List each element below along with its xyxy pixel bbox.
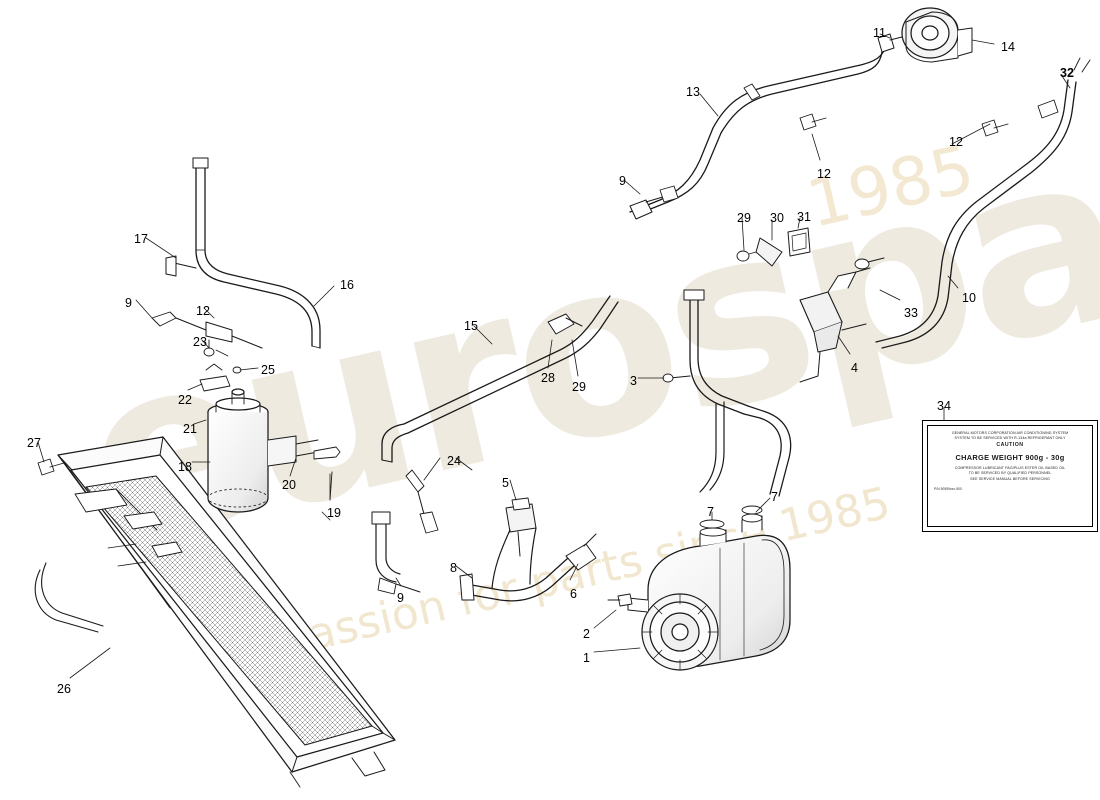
caution-label-inner: GENERAL MOTORS CORPORATION AIR CONDITION…	[927, 425, 1093, 527]
callout-22: 22	[178, 393, 192, 407]
pipe-13	[629, 33, 907, 220]
leader-lines	[37, 33, 1071, 679]
callout-3: 3	[630, 374, 637, 388]
callout-12b: 12	[817, 167, 831, 181]
hose-upper-left	[151, 157, 321, 349]
callout-7: 7	[707, 505, 714, 519]
callout-21: 21	[183, 422, 197, 436]
callout-32: 32	[1060, 66, 1074, 80]
callout-26: 26	[57, 682, 71, 696]
callout-1: 1	[583, 651, 590, 665]
pipe-15	[371, 295, 619, 595]
callout-33: 33	[904, 306, 918, 320]
compressor-assembly	[607, 513, 791, 671]
plate-caution-heading: CAUTION	[996, 442, 1024, 449]
callout-19: 19	[327, 506, 341, 520]
hose-lower-mid	[459, 497, 597, 602]
callout-8: 8	[450, 561, 457, 575]
plate-charge-weight: CHARGE WEIGHT 900g - 30g	[955, 453, 1065, 463]
fitting-14	[901, 7, 973, 63]
plate-line-4: TO BE SERVICED BY QUALIFIED PERSONNEL	[968, 471, 1052, 476]
callout-6: 6	[570, 587, 577, 601]
callout-30: 30	[770, 211, 784, 225]
callout-20: 20	[282, 478, 296, 492]
callout-12c: 12	[949, 135, 963, 149]
pipe-10-32	[875, 57, 1091, 349]
block-4-33	[799, 257, 885, 383]
bolt-27	[37, 458, 65, 476]
pipe-24-bolt	[405, 469, 439, 534]
plate-line-3: COMPRESSOR LUBRICANT PAG/PLUS ESTER OIL …	[954, 466, 1066, 471]
callout-25: 25	[261, 363, 275, 377]
callout-9: 9	[125, 296, 132, 310]
callout-29: 29	[572, 380, 586, 394]
callout-10: 10	[962, 291, 976, 305]
callout-23: 23	[193, 335, 207, 349]
callout-13: 13	[686, 85, 700, 99]
callout-31: 31	[797, 210, 811, 224]
callout-34: 34	[937, 399, 951, 413]
callout-24: 24	[447, 454, 461, 468]
pipe-3-loop	[662, 289, 792, 497]
callout-15: 15	[464, 319, 478, 333]
condenser-assembly	[34, 436, 396, 788]
callout-9b: 9	[397, 591, 404, 605]
callout-7b: 7	[771, 490, 778, 504]
callout-14: 14	[1001, 40, 1015, 54]
callout-29b: 29	[737, 211, 751, 225]
plate-line-1: GENERAL MOTORS CORPORATION AIR CONDITION…	[951, 431, 1069, 435]
small-parts-29-30-31	[736, 227, 811, 267]
callout-11: 11	[873, 26, 886, 40]
receiver-drier	[199, 339, 341, 513]
plate-line-5: SEE SERVICE MANUAL BEFORE SERVICING	[970, 476, 1050, 481]
callout-18: 18	[178, 460, 192, 474]
callout-28: 28	[541, 371, 555, 385]
bolts-12	[799, 113, 1009, 137]
callout-27: 27	[27, 436, 41, 450]
callout-17: 17	[134, 232, 148, 246]
callout-12: 12	[196, 304, 210, 318]
callout-16: 16	[340, 278, 354, 292]
callout-5: 5	[502, 476, 509, 490]
plate-line-2: SYSTEM TO BE SERVICED WITH R-134a REFRIG…	[954, 436, 1066, 441]
callout-4: 4	[851, 361, 858, 375]
callout-2: 2	[583, 627, 590, 641]
callout-9c: 9	[619, 174, 626, 188]
caution-label-plate: GENERAL MOTORS CORPORATION AIR CONDITION…	[922, 420, 1098, 532]
plate-part-number: P/N 90559xxx-500	[934, 486, 962, 491]
